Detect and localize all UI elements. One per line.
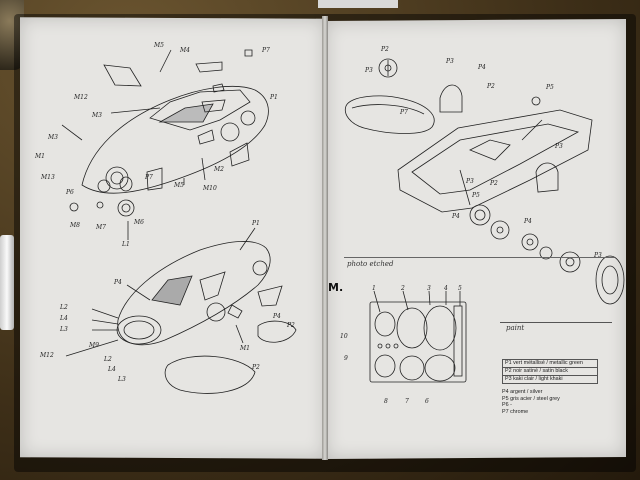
part-label: P4	[273, 313, 281, 320]
paint-legend: P1 vert métallisé / metallic green P2 no…	[502, 359, 614, 415]
part-label: M12	[74, 94, 88, 101]
part-label: P7	[262, 47, 270, 54]
part-label: P2	[252, 364, 260, 371]
part-label: L4	[60, 315, 68, 322]
part-label: M7	[96, 224, 106, 231]
paint-title: paint	[506, 324, 525, 332]
white-card	[318, 0, 398, 8]
pe-part-number: 7	[405, 398, 409, 405]
paint-table-row: P1 vert métallisé / metallic green	[502, 359, 598, 368]
paint-table-row: P2 noir satiné / satin black	[502, 367, 598, 376]
part-label: P3	[365, 67, 373, 74]
pe-part-number: 2	[401, 285, 405, 292]
dashboard-diagram	[344, 95, 435, 134]
part-label: M1	[240, 345, 250, 352]
part-label: P7	[145, 174, 153, 181]
part-label: M5	[174, 182, 184, 189]
pe-part-number: 4	[444, 285, 448, 292]
part-label: M3	[48, 134, 58, 141]
paint-list: P4 argent / silver P5 gris acier / steel…	[502, 389, 614, 415]
steering-wheel-diagram	[378, 58, 398, 78]
part-label: M4	[180, 47, 190, 54]
part-label: P2	[490, 180, 498, 187]
part-label: P2	[381, 46, 389, 53]
part-label: P1	[270, 94, 278, 101]
pe-part-number: 9	[344, 355, 348, 362]
part-label: L3	[118, 376, 126, 383]
part-label: P2	[287, 322, 295, 329]
pe-part-number: 5	[458, 285, 462, 292]
part-label: P5	[472, 192, 480, 199]
part-label: P3	[594, 252, 602, 259]
paint-list-item: P6 -	[502, 402, 512, 409]
paint-table-row: P3 kaki clair / light khaki	[502, 375, 598, 384]
part-label: P3	[446, 58, 454, 65]
car-body-bottom-diagram	[65, 227, 297, 394]
part-label: P7	[400, 109, 408, 116]
pe-part-number: 1	[372, 285, 376, 292]
part-label: P2	[487, 83, 495, 90]
part-label: L3	[60, 326, 68, 333]
tool-handle	[0, 235, 14, 330]
photo-etched-fret-diagram	[369, 290, 467, 383]
pe-part-number: 10	[340, 333, 348, 340]
part-label: L2	[60, 304, 68, 311]
part-label: M2	[214, 166, 224, 173]
part-label: M13	[41, 174, 55, 181]
car-body-top-diagram	[61, 49, 269, 240]
part-label: L2	[104, 356, 112, 363]
part-label: P4	[524, 218, 532, 225]
booklet-spine	[322, 16, 328, 460]
part-label: P1	[252, 220, 260, 227]
paint-list-item: P7 chrome	[502, 408, 529, 415]
paint-table: P1 vert métallisé / metallic green P2 no…	[502, 359, 598, 384]
part-label: M5	[154, 42, 164, 49]
photo-etched-fret-label: M.	[328, 281, 344, 294]
part-label: M8	[70, 222, 80, 229]
part-label: M12	[40, 352, 54, 359]
part-label: M10	[203, 185, 217, 192]
pe-part-number: 6	[425, 398, 429, 405]
part-label: M6	[134, 219, 144, 226]
part-label: P3	[466, 178, 474, 185]
part-label: P4	[114, 279, 122, 286]
part-label: P4	[478, 64, 486, 71]
chassis-tub-diagram	[397, 84, 625, 305]
part-label: P5	[546, 84, 554, 91]
part-label: P6	[66, 189, 74, 196]
pe-part-number: 8	[384, 398, 388, 405]
part-label: M3	[92, 112, 102, 119]
part-label: P4	[452, 213, 460, 220]
part-label: L4	[108, 366, 116, 373]
part-label: L1	[122, 241, 130, 248]
part-label: P3	[555, 143, 563, 150]
paint-divider	[500, 322, 612, 323]
paint-list-item: P5 gris acier / steel grey	[502, 395, 560, 402]
part-label: M9	[89, 342, 99, 349]
photo-etched-title: photo etched	[347, 260, 394, 268]
paint-list-item: P4 argent / silver	[502, 389, 543, 395]
pe-part-number: 3	[427, 285, 431, 292]
part-label: M1	[35, 153, 45, 160]
photo-etched-divider	[344, 257, 614, 258]
